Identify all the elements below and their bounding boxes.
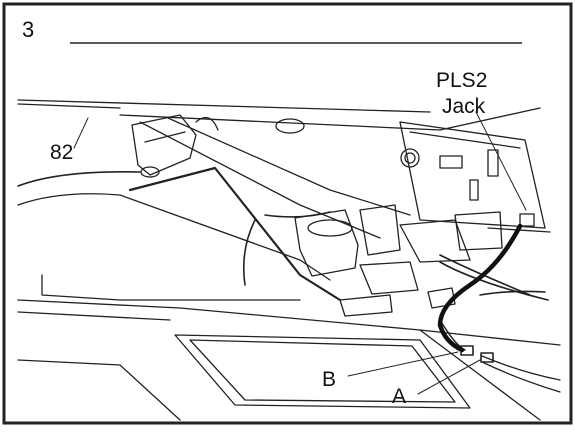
- harness-right-1: [439, 254, 531, 296]
- latch-spring: [195, 116, 219, 131]
- label-pls2: PLS2: [436, 69, 488, 92]
- connector-housing: [359, 261, 419, 295]
- board-capacitor: [487, 149, 499, 177]
- hood-underside: [119, 107, 541, 131]
- board-chip-1: [439, 155, 463, 169]
- tray-outer: [174, 334, 471, 409]
- latch-block: [131, 114, 197, 176]
- board-coil-inner: [404, 152, 416, 164]
- label-82: 82: [50, 141, 74, 164]
- deck-lower-edge: [17, 311, 171, 321]
- label-b: B: [322, 368, 337, 391]
- harness-left: [242, 219, 256, 286]
- pls2-jack: [519, 213, 535, 227]
- harness-right-2: [439, 261, 549, 301]
- mount-plate: [339, 294, 393, 317]
- tray-inner: [189, 339, 456, 403]
- deck-front-edge: [17, 299, 561, 346]
- harness-connector: [427, 287, 456, 309]
- deck-rail: [41, 274, 301, 301]
- harness-right-3: [479, 290, 546, 296]
- motor-housing: [294, 209, 359, 277]
- bracket-block: [359, 204, 401, 256]
- wire-from-a-2: [481, 361, 561, 393]
- base-right: [419, 329, 541, 421]
- connector-a: [480, 352, 494, 363]
- step-number: 3: [22, 17, 35, 42]
- label-jack: Jack: [442, 95, 486, 118]
- motor-cap: [307, 219, 353, 237]
- black-harness: [437, 223, 523, 353]
- base-left: [17, 359, 181, 421]
- wire-from-a-1: [481, 355, 561, 381]
- board-resistor: [469, 179, 479, 201]
- circuit-board: [399, 121, 546, 229]
- harness-top: [264, 211, 331, 218]
- leader-pls2-jack: [475, 111, 527, 211]
- board-edge-detail: [409, 131, 521, 149]
- relay-block: [454, 211, 503, 251]
- leader-b: [347, 351, 459, 377]
- leader-82: [73, 117, 89, 149]
- latch-detail: [144, 131, 186, 143]
- latch-knob: [140, 166, 160, 178]
- round-bumper: [275, 118, 305, 134]
- hood-edge: [17, 99, 431, 113]
- board-coil: [400, 148, 420, 168]
- support-beam-top: [139, 121, 381, 239]
- hood-edge-inner: [17, 103, 121, 109]
- leader-a: [417, 359, 481, 395]
- beam-strut: [128, 166, 342, 302]
- deck-curve: [17, 193, 331, 281]
- cable-left: [17, 170, 141, 187]
- label-a: A: [392, 385, 407, 408]
